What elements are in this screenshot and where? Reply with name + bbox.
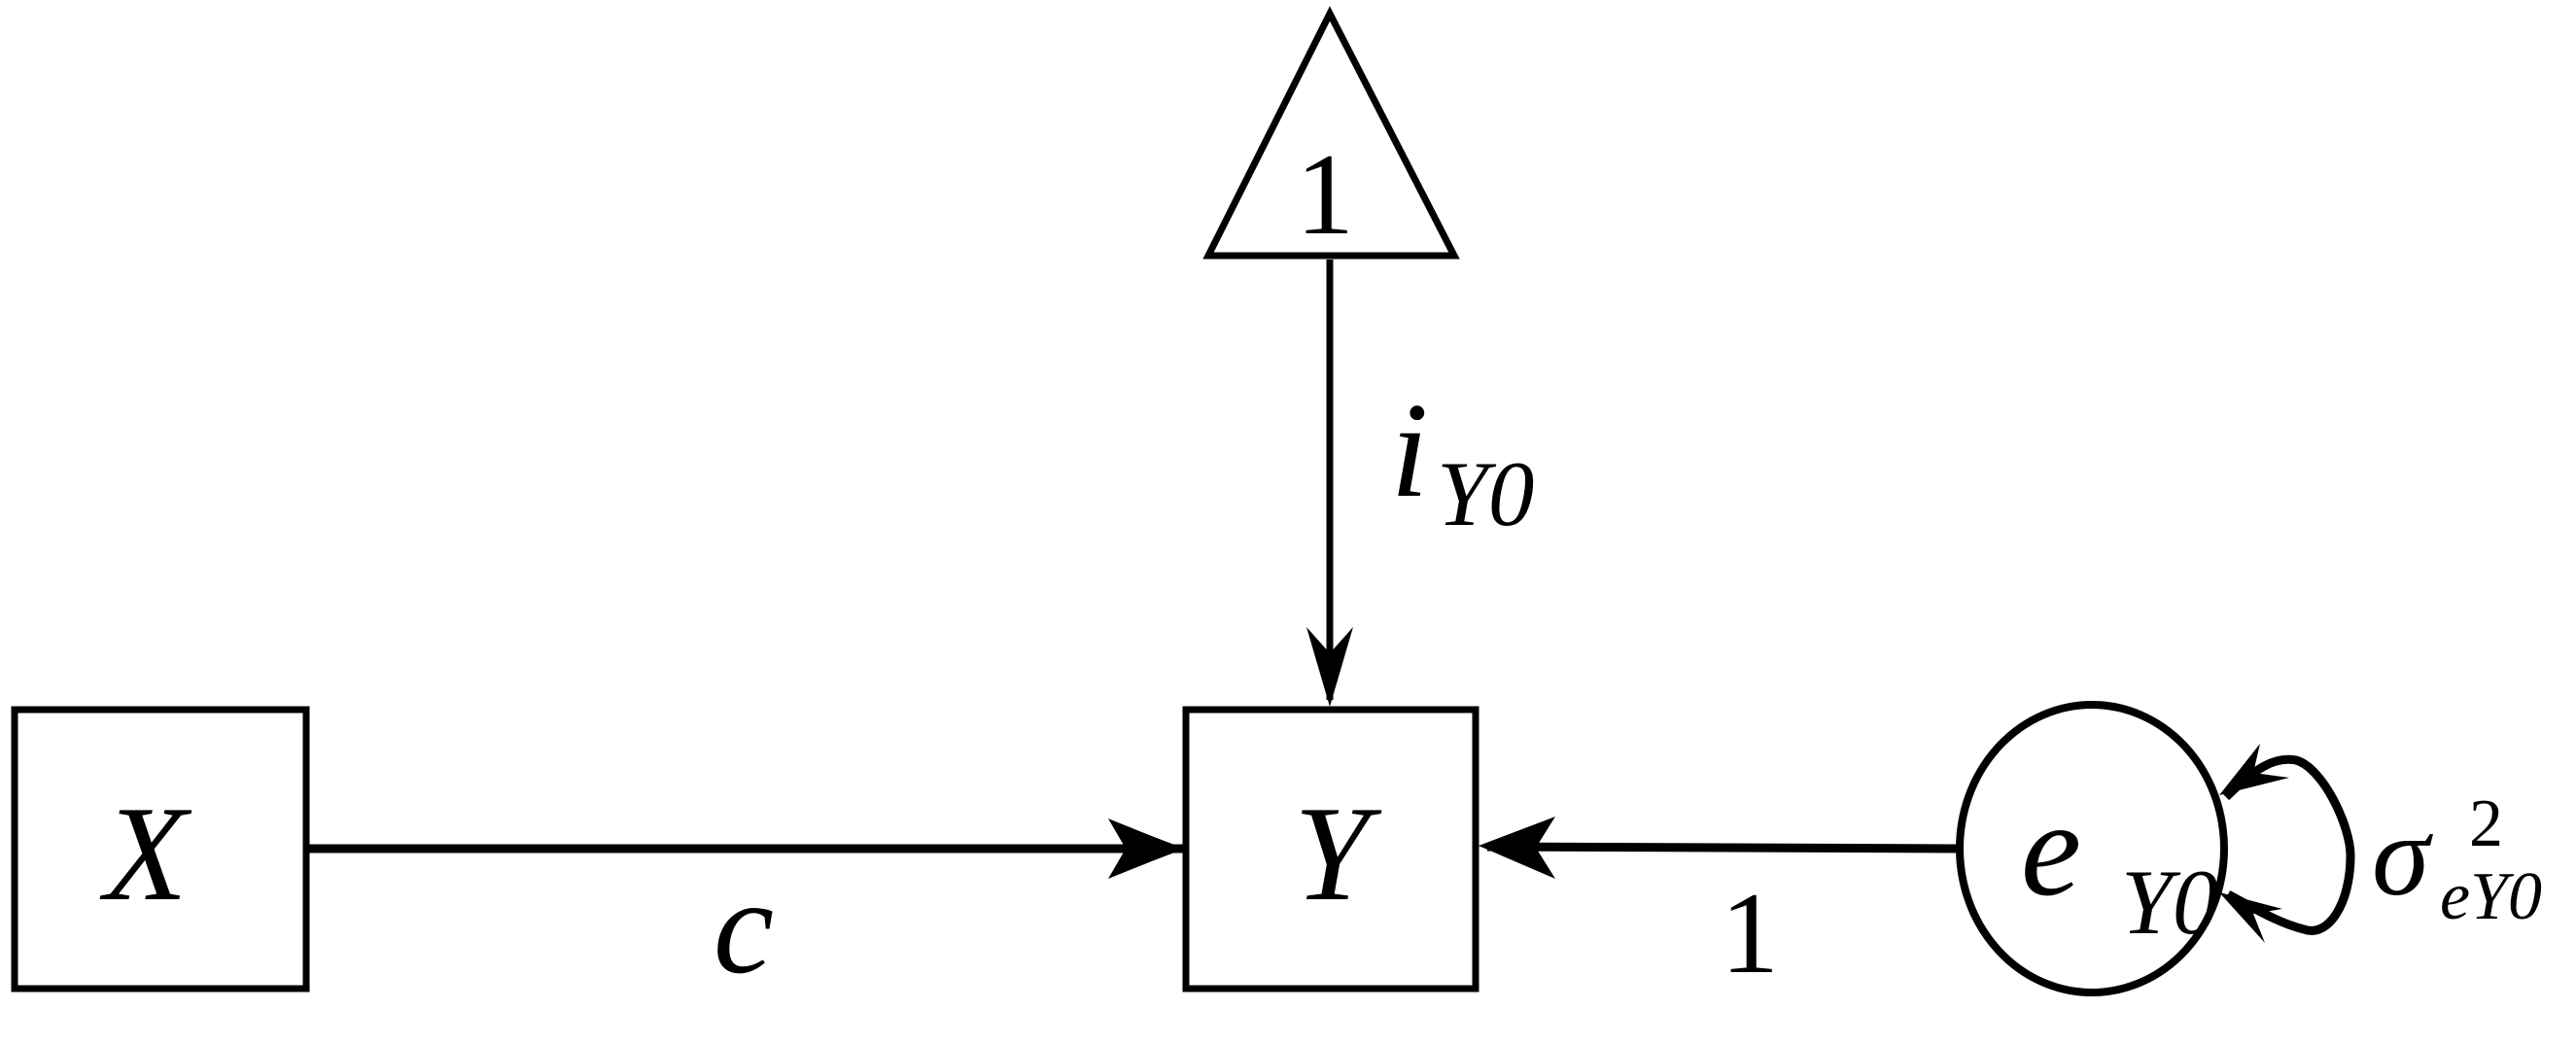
- edge-constant-to-y: i Y0: [1306, 260, 1534, 707]
- edge-error-variance-subscript: eY0: [2440, 859, 2542, 934]
- edge-error-to-y-line: [1486, 842, 1961, 853]
- edge-error-to-y-arrowhead: [1479, 817, 1555, 879]
- edge-error-variance-arrowhead-bottom: [2219, 892, 2282, 943]
- edge-error-variance: σ 2 eY0: [2219, 744, 2542, 943]
- edge-constant-to-y-label-subscript: Y0: [1437, 442, 1534, 545]
- node-y: Y: [1182, 706, 1479, 993]
- node-constant-triangle: [1202, 6, 1460, 260]
- edge-error-variance-loop: [2222, 754, 2355, 935]
- edge-constant-to-y-arrowhead: [1306, 627, 1353, 707]
- node-x: X: [11, 706, 310, 993]
- node-constant-label: 1: [1296, 129, 1354, 259]
- node-constant: 1: [1202, 6, 1460, 260]
- edge-constant-to-y-label: i: [1391, 375, 1429, 526]
- edge-x-to-y-arrowhead: [1108, 819, 1183, 879]
- node-y-label: Y: [1294, 779, 1382, 929]
- node-error: e Y0: [1956, 701, 2228, 996]
- edge-x-to-y: c: [309, 819, 1185, 1002]
- edge-error-to-y-label: 1: [1721, 868, 1779, 997]
- node-error-subscript: Y0: [2121, 851, 2218, 954]
- node-x-box: [11, 706, 310, 993]
- node-error-label: e: [2021, 774, 2081, 924]
- node-x-label: X: [99, 779, 192, 929]
- edge-error-variance-superscript: 2: [2469, 786, 2503, 861]
- edge-x-to-y-label: c: [714, 852, 774, 1002]
- edge-error-to-y: 1: [1479, 817, 1961, 997]
- edge-error-variance-label: σ: [2372, 790, 2433, 920]
- node-y-box: [1182, 706, 1479, 993]
- edge-error-variance-arrowhead-top: [2219, 744, 2289, 795]
